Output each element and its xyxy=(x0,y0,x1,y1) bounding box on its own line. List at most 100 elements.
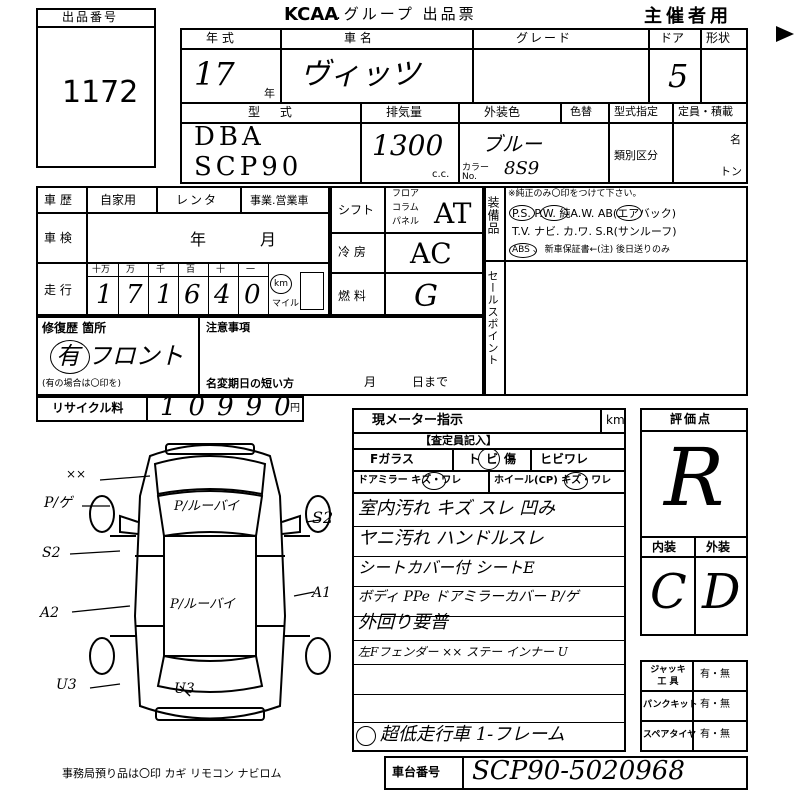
ac-value: AC xyxy=(410,237,452,270)
model-value-1: DBA xyxy=(194,122,265,152)
pw-circle xyxy=(540,205,568,221)
meter-unit: km xyxy=(606,413,625,427)
meter-remarks-box xyxy=(352,408,626,752)
mile-label: マイル xyxy=(272,299,300,309)
equipment-note: ※純正のみ〇印をつけて下さい。 xyxy=(508,189,642,199)
shift-option-panel: パネル xyxy=(392,217,420,227)
deadline-month: 月 xyxy=(364,375,377,389)
mileage-unit-100: 百 xyxy=(186,265,196,275)
capacity-unit-people: 名 xyxy=(730,133,741,146)
spare-tire-label: スペアタイヤ xyxy=(643,730,697,740)
meter-label: 現メーター指示 xyxy=(372,413,464,428)
sales-point-label: セールスポイント xyxy=(486,270,499,366)
remark-circle-mark xyxy=(356,726,376,746)
displacement-unit: c.c. xyxy=(432,169,450,180)
name-change-deadline-label: 名変期日の短い方 xyxy=(206,377,294,390)
equipment-box xyxy=(484,186,748,396)
equipment-row-2: T.V. ナビ. カ.ワ. S.R(サンルーフ) xyxy=(512,225,677,238)
ab-circle xyxy=(616,205,642,221)
mileage-digit-6: 0 xyxy=(244,280,261,310)
displacement-label: 排気量 xyxy=(386,105,423,119)
chassis-number-box xyxy=(384,756,748,790)
mark-u3-rear: U3 xyxy=(174,681,195,697)
arrow-marker-icon xyxy=(776,26,794,42)
mileage-digit-1: 1 xyxy=(96,280,113,310)
remark-line-5: 外回り要普 xyxy=(358,612,448,633)
crack-label: ヒビワレ xyxy=(540,452,589,466)
recycle-label: リサイクル料 xyxy=(52,401,124,415)
lot-number-box xyxy=(36,8,156,168)
displacement-value: 1300 xyxy=(372,129,444,162)
mileage-unit-100k: 十万 xyxy=(92,265,111,275)
km-circle xyxy=(270,274,292,294)
shift-option-column: コラム xyxy=(392,203,419,213)
mileage-unit-1: 一 xyxy=(246,265,256,275)
mark-a1-right: A1 xyxy=(312,585,332,601)
glass-label: Fガラス xyxy=(370,452,414,466)
inspection-label: 車 検 xyxy=(44,231,72,245)
year-value: 17 xyxy=(194,55,235,93)
shift-value: AT xyxy=(434,197,472,230)
repair-hint: (有の場合は〇印を) xyxy=(42,379,122,389)
mark-s2-left: S2 xyxy=(42,545,61,561)
mark-u3-left: U3 xyxy=(56,677,77,693)
shift-option-floor: フロア xyxy=(392,189,420,199)
puncture-kit-option: 有・無 xyxy=(700,699,730,710)
equipment-row-3: ABS 、 新車保証書←(注) 後日送りのみ xyxy=(512,245,671,255)
wheel-label: ホイール(CP) キズ・ワレ xyxy=(494,475,612,486)
slip-title: .グループ 出品票 xyxy=(336,5,477,23)
history-box xyxy=(36,186,330,316)
jack-option: 有・無 xyxy=(700,669,730,680)
exterior-value: D xyxy=(702,564,741,620)
car-name-value: ヴィッツ xyxy=(300,57,420,92)
evaluation-score: R xyxy=(664,431,725,524)
mileage-unit-10k: 万 xyxy=(126,265,136,275)
recycle-unit: 円 xyxy=(290,403,300,414)
inspection-month: 月 xyxy=(260,230,277,249)
model-value-2: SCP90 xyxy=(194,152,303,182)
repair-label: 修復歴 箇所 xyxy=(42,321,107,335)
evaluation-label: 評価点 xyxy=(670,412,713,426)
year-unit: 年 xyxy=(264,87,275,100)
equipment-label: 装備品 xyxy=(486,196,500,235)
fuel-value: G xyxy=(414,279,438,314)
inspection-year: 年 xyxy=(190,230,207,249)
doors-label: ドア xyxy=(660,31,685,45)
chassis-number-value: SCP90-5020968 xyxy=(472,756,685,786)
history-option-rental: レンタ xyxy=(176,193,219,207)
drive-box xyxy=(330,186,484,316)
remark-line-6: 左Fフェンダー ×× ステー インナー U xyxy=(358,645,568,659)
spare-tire-option: 有・無 xyxy=(700,729,730,740)
color-number-value: 8S9 xyxy=(504,158,540,179)
vehicle-info-grid xyxy=(180,28,748,184)
shape-label: 形状 xyxy=(706,31,731,45)
mark-a2-left: A2 xyxy=(40,605,60,621)
mark-s2-right: S2 xyxy=(312,508,334,527)
repair-box xyxy=(36,316,484,396)
puncture-kit-label: パンクキット xyxy=(643,700,698,710)
history-option-business: 事業.営業車 xyxy=(250,194,309,207)
type-spec-label: 型式指定 xyxy=(614,105,658,118)
fuel-label: 燃 料 xyxy=(338,289,366,303)
history-label: 車歴 xyxy=(44,193,77,207)
km-label: km xyxy=(274,279,288,289)
inspector-label: 【査定員記入】 xyxy=(420,434,497,447)
chip-circle xyxy=(478,448,500,470)
remark-line-3: シートカバー付 シートE xyxy=(358,558,535,577)
mirror-scratch-circle xyxy=(422,472,446,490)
jack-label: ジャッキ 工 具 xyxy=(650,665,686,687)
mileage-unit-10: 十 xyxy=(216,265,226,275)
color-value: ブルー xyxy=(482,132,542,156)
capacity-unit-ton: トン xyxy=(720,165,742,178)
grade-label: グレード xyxy=(516,31,573,45)
shift-label: シフト xyxy=(338,203,375,217)
class-label: 類別区分 xyxy=(614,149,658,162)
ac-label: 冷 房 xyxy=(338,245,366,259)
office-items-note: 事務局預り品は〇印 カギ リモコン ナビロム xyxy=(62,767,282,780)
abs-circle xyxy=(509,243,537,258)
color-number-label: カラー No. xyxy=(462,163,490,182)
model-label: 型 式 xyxy=(248,105,300,119)
mileage-digit-2: 7 xyxy=(126,280,143,310)
car-name-label: 車 名 xyxy=(344,31,372,45)
chassis-number-label: 車台番号 xyxy=(392,765,441,779)
